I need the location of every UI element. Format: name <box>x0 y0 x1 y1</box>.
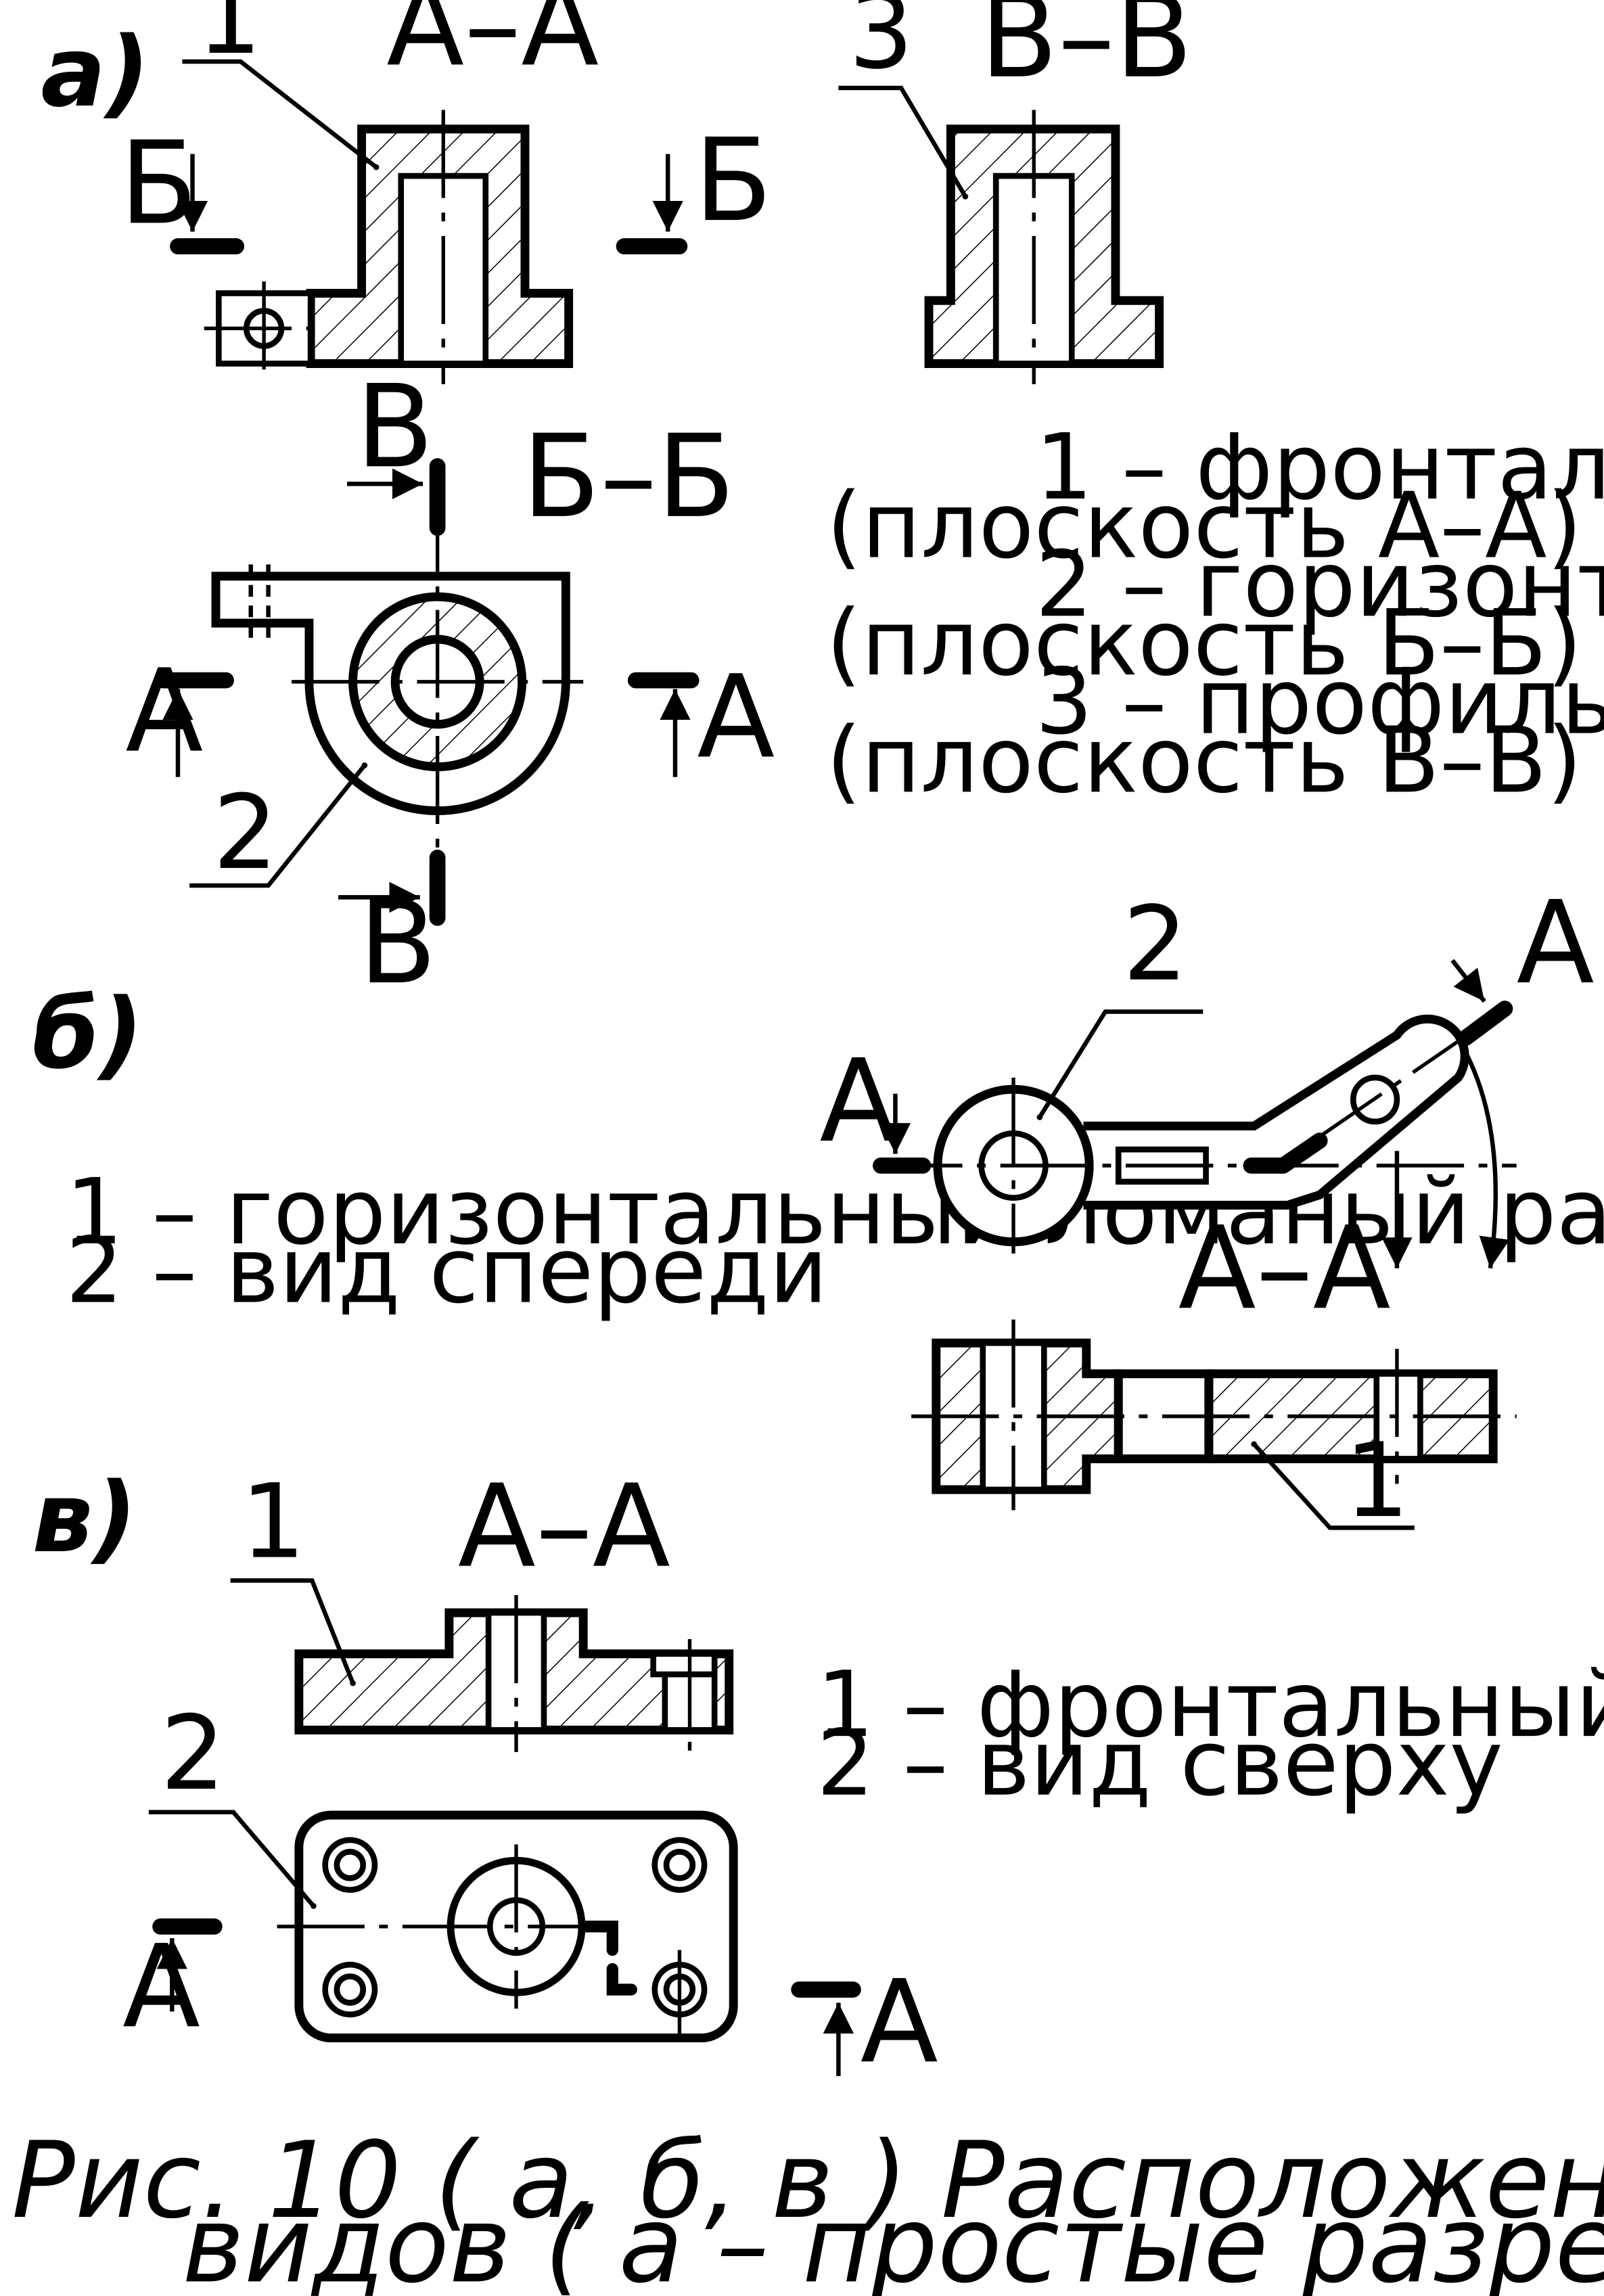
lever-section-aa: А–А 1 <box>911 1202 1517 1540</box>
panel-a: а) А–А 1 Б Б В–В <box>41 0 1604 1009</box>
legend-a-line-5: 3 – профильный разрез <box>1035 649 1604 754</box>
section-bb-top: Б–Б В В А А 2 <box>125 361 775 1009</box>
leader-1-label: 1 <box>197 0 262 77</box>
leader-2-label-v: 2 <box>160 1694 225 1813</box>
cut-a-right-label: А <box>697 651 775 784</box>
section-bb-title: Б–Б <box>522 410 735 543</box>
cut-a-right-label-v: А <box>861 1956 938 2089</box>
cut-b-left-label: Б <box>120 117 198 250</box>
caption-line-1: Рис. 10 ( а, б, в ) Расположение разрезо… <box>12 2119 1604 2242</box>
legend-a-line-6: (плоскость В–В) <box>826 708 1582 813</box>
cut-a-left-label: А <box>125 645 203 778</box>
legend-v-line-1: 1 – фронтальный ступенчатый разрез <box>817 1652 1604 1758</box>
cut-b-right-label: Б <box>694 114 772 248</box>
section-vv-profile: В–В 3 <box>838 0 1193 384</box>
leader-1-label-v: 1 <box>241 1462 306 1581</box>
panel-a-label: а) <box>41 16 150 129</box>
leader-2-label: 2 <box>213 773 278 892</box>
panel-v-label: в) <box>32 1462 137 1574</box>
section-vv-title: В–В <box>980 0 1193 104</box>
section-aa-front: А–А 1 <box>182 0 599 384</box>
leader-2-label-b: 2 <box>1123 884 1188 1003</box>
legend-a-line-1: 1 – фронтальный разрез <box>1035 415 1604 520</box>
legend-v-line-2: 2 – вид сверху <box>817 1710 1503 1816</box>
panel-v: в) А–А 1 <box>32 1460 1604 2088</box>
cut-marks-b: Б Б <box>120 114 772 255</box>
legend-v: 1 – фронтальный ступенчатый разрез 2 – в… <box>817 1652 1604 1816</box>
cut-a-left-label-v: А <box>122 1921 200 2054</box>
caption-line-2: видов ( а – простые разрезы; б, в – слож… <box>182 2184 1604 2296</box>
panel-b: б) 1 – горизонтальный ломаный разрез 2 –… <box>32 877 1604 1540</box>
section-aa-title-v: А–А <box>458 1460 670 1593</box>
top-view: А А 2 <box>122 1694 938 2089</box>
lever-front-view: А А 2 <box>819 877 1595 1269</box>
legend-b-line-2: 2 – вид спереди <box>66 1218 828 1323</box>
legend-a-line-3: 2 – горизонтальный разрез <box>1035 532 1604 637</box>
leader-3-label: 3 <box>848 0 913 92</box>
cut-v-top-label: В <box>356 361 434 494</box>
legend-a-line-2: (плоскость А–А) <box>827 473 1582 578</box>
section-aa-title: А–А <box>386 0 599 91</box>
leader-1-label-b: 1 <box>1344 1421 1409 1540</box>
figure-caption: Рис. 10 ( а, б, в ) Расположение разрезо… <box>12 2119 1604 2296</box>
legend-a-line-4: (плоскость Б–Б) <box>826 591 1582 696</box>
section-aa-title-b: А–А <box>1178 1202 1391 1335</box>
cut-a-right-label-b: А <box>1517 877 1595 1010</box>
panel-b-label: б) <box>32 978 143 1090</box>
stepped-section-aa: А–А 1 <box>230 1460 734 1752</box>
cut-a-left-label-b: А <box>819 1035 897 1168</box>
legend-a: 1 – фронтальный разрез (плоскость А–А) 2… <box>826 415 1604 814</box>
